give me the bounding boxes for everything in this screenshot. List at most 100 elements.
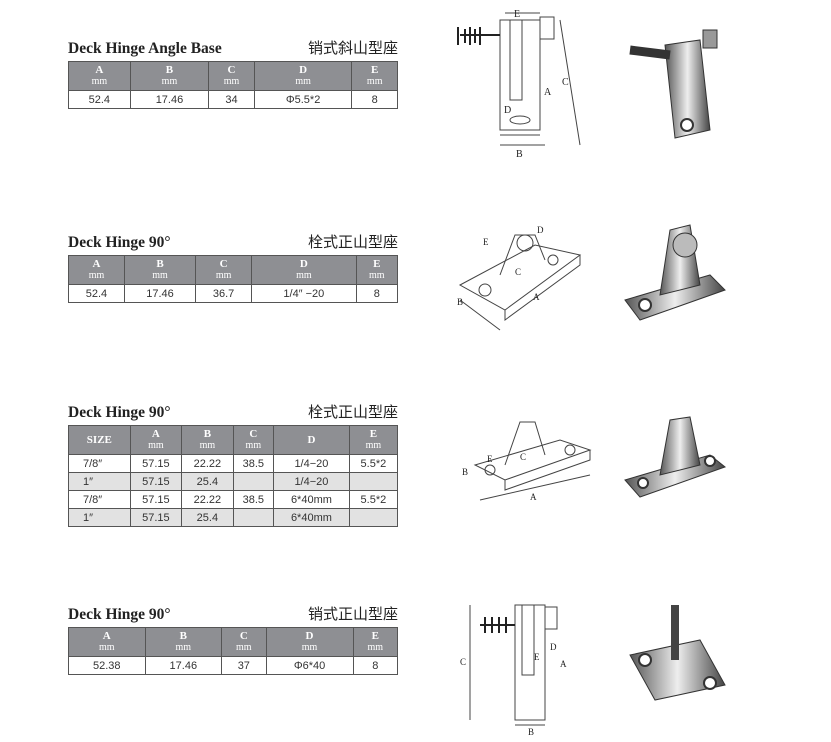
svg-text:B: B [462, 467, 468, 477]
table-cell: 57.15 [129, 472, 183, 491]
table-cell: Φ6*40 [265, 656, 354, 675]
column-label: A [151, 428, 160, 440]
column-label: C [249, 428, 258, 440]
table-cell: 8 [352, 656, 399, 675]
column-label: C [219, 258, 228, 270]
column-label: B [165, 64, 174, 76]
column-unit: mm [91, 76, 108, 87]
technical-drawing-2: E D C B A [457, 225, 582, 331]
table-cell [232, 508, 275, 527]
table-cell: 38.5 [232, 454, 275, 473]
column-label: B [179, 630, 187, 642]
table-cell: 1/4″ −20 [251, 284, 357, 303]
table-cell: 17.46 [123, 284, 197, 303]
table-cell: 25.4 [181, 472, 234, 491]
column-label: D [299, 64, 308, 76]
column-label: C [239, 630, 248, 642]
column-label: A [95, 64, 104, 76]
table-cell: 5.5*2 [348, 454, 399, 473]
section-header: Deck Hinge 90° 栓式正山型座 [68, 400, 398, 422]
svg-text:C: C [520, 452, 526, 462]
table-cell: 52.4 [68, 90, 131, 109]
product-title-cn: 销式斜山型座 [307, 39, 398, 57]
column-label: B [203, 428, 212, 440]
table-cell: 25.4 [181, 508, 234, 527]
table-cell: 52.38 [68, 656, 146, 675]
product-photo-1 [629, 29, 718, 139]
section-header: Deck Hinge 90° 销式正山型座 [68, 602, 398, 624]
product-photo-3 [624, 416, 727, 498]
product-title-cn: 销式正山型座 [307, 605, 398, 623]
column-unit: mm [223, 76, 240, 87]
product-title-cn: 栓式正山型座 [307, 233, 398, 251]
svg-text:D: D [504, 105, 511, 116]
table-cell: 52.4 [68, 284, 125, 303]
column-unit: mm [199, 440, 216, 451]
table-cell: 8 [351, 90, 398, 109]
table-cell: 1″ [68, 508, 131, 527]
column-unit: mm [366, 76, 383, 87]
column-unit: mm [161, 76, 178, 87]
svg-text:A: A [533, 292, 540, 302]
product-title: Deck Hinge Angle Base [68, 40, 222, 57]
table-cell: 1″ [68, 472, 131, 491]
column-label: SIZE [86, 434, 112, 446]
column-header: D [273, 425, 350, 455]
svg-text:B: B [528, 727, 534, 735]
table-cell [348, 472, 399, 491]
table-cell [232, 472, 275, 491]
product-photo-2 [624, 224, 726, 321]
table-cell: 1/4−20 [273, 454, 350, 473]
svg-text:E: E [534, 652, 540, 662]
column-label: D [299, 258, 308, 270]
svg-text:E: E [483, 237, 489, 247]
table-cell: Φ5.5*2 [253, 90, 353, 109]
column-label: D [305, 630, 314, 642]
technical-drawing-3: B E C A [462, 421, 592, 502]
svg-text:C: C [562, 77, 569, 88]
column-unit: mm [152, 270, 168, 281]
svg-text:E: E [487, 454, 493, 464]
svg-text:D: D [537, 225, 544, 235]
column-unit: mm [367, 642, 384, 653]
section-header: Deck Hinge Angle Base 销式斜山型座 [68, 36, 398, 58]
column-label: C [227, 64, 236, 76]
column-label: D [307, 434, 316, 446]
table-cell: 17.46 [144, 656, 223, 675]
section-header: Deck Hinge 90° 栓式正山型座 [68, 230, 398, 252]
table-cell: 8 [355, 284, 399, 303]
table-cell [348, 508, 399, 527]
column-header: SIZE [68, 425, 131, 455]
table-cell: 7/8″ [68, 454, 131, 473]
table-cell: 7/8″ [68, 490, 131, 509]
technical-drawing-1: E C A D B [457, 9, 581, 160]
product-title-cn: 栓式正山型座 [307, 403, 398, 421]
column-unit: mm [88, 270, 105, 281]
column-unit: mm [296, 270, 312, 281]
table-cell: 22.22 [181, 490, 234, 509]
svg-text:B: B [516, 149, 523, 160]
svg-text:B: B [457, 297, 463, 307]
